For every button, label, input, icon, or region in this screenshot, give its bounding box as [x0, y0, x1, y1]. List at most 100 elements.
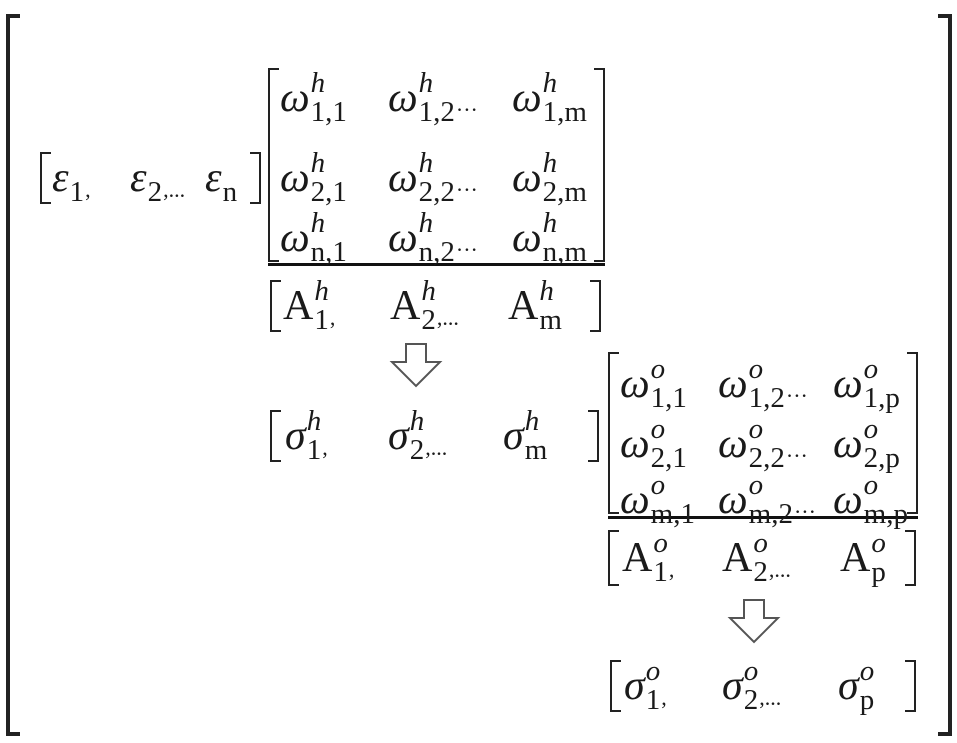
term-superscript: h — [418, 207, 434, 239]
term-base: ω — [833, 477, 863, 523]
term-subscript: 2,1 — [310, 176, 347, 208]
term-subscript: 1 — [69, 176, 85, 208]
hidden-weights-right-bracket — [594, 68, 605, 262]
term-base: ε — [52, 155, 69, 201]
term-superscript — [148, 149, 163, 178]
term-separator: ,... — [163, 177, 186, 202]
term-superscript: o — [859, 655, 875, 687]
term-superscript: o — [650, 413, 666, 445]
hidden-activation-left-bracket — [270, 280, 281, 332]
term-subscript: m,p — [863, 498, 908, 530]
term-subscript: 1,p — [863, 382, 900, 414]
term-base: A — [390, 283, 421, 329]
term-base: σ — [838, 663, 859, 709]
term-superscript: o — [871, 527, 886, 559]
term-scripts: 2 — [148, 149, 163, 207]
term-superscript: h — [418, 67, 434, 99]
term-separator: ··· — [785, 383, 808, 408]
term-base: ω — [620, 361, 650, 407]
hidden-output-left-bracket — [270, 410, 281, 462]
term-subscript: 1,m — [542, 96, 587, 128]
outer-left-bracket — [6, 14, 20, 736]
outer-right-bracket — [938, 14, 952, 736]
term-subscript: 1,1 — [310, 96, 347, 128]
output-activation-left-bracket — [608, 530, 619, 586]
term-subscript: n,1 — [310, 236, 347, 268]
term-superscript: o — [753, 527, 768, 559]
term-superscript: o — [863, 469, 879, 501]
term-separator: ··· — [455, 237, 478, 262]
output-result-left-bracket — [610, 660, 621, 712]
term-superscript: o — [650, 469, 666, 501]
term-separator: , — [329, 305, 336, 330]
term-subscript: 2 — [753, 556, 768, 588]
term-separator: ··· — [455, 177, 478, 202]
hidden-activation-right-bracket — [590, 280, 601, 332]
term-base: ω — [718, 477, 748, 523]
term-separator: , — [668, 557, 675, 582]
output-weights-right-bracket — [907, 352, 918, 514]
term-superscript: o — [645, 655, 661, 687]
term-superscript: o — [653, 527, 668, 559]
term-superscript: o — [748, 353, 764, 385]
term-base: ω — [512, 75, 542, 121]
term-superscript: h — [310, 67, 326, 99]
term-subscript: m — [539, 304, 562, 336]
term-superscript: h — [310, 147, 326, 179]
term-base: A — [622, 535, 653, 581]
term-base: σ — [624, 663, 645, 709]
term-base: σ — [503, 413, 524, 459]
term-separator: ,... — [759, 685, 782, 710]
hidden-fraction-bar — [268, 263, 605, 266]
term-subscript: 1 — [653, 556, 668, 588]
term-subscript: 2,m — [542, 176, 587, 208]
term-subscript: m,1 — [650, 498, 695, 530]
term-subscript: 2,2 — [418, 176, 455, 208]
hollow-down-arrow-icon — [727, 599, 781, 644]
term-subscript: p — [871, 556, 886, 588]
term-base: ε — [130, 155, 147, 201]
term-base: ω — [388, 215, 418, 261]
input-vector-left-bracket — [40, 152, 51, 204]
term-subscript: 2 — [409, 434, 425, 466]
term-separator: , — [322, 435, 328, 460]
term-base: ω — [620, 477, 650, 523]
term-separator: ··· — [793, 499, 816, 524]
term-base: A — [508, 283, 539, 329]
term-superscript: h — [409, 405, 425, 437]
term-base: A — [722, 535, 753, 581]
term-subscript: 2 — [421, 304, 436, 336]
term-superscript: h — [542, 207, 558, 239]
output-activation-right-bracket — [905, 530, 916, 586]
hollow-down-arrow-icon — [389, 343, 443, 388]
